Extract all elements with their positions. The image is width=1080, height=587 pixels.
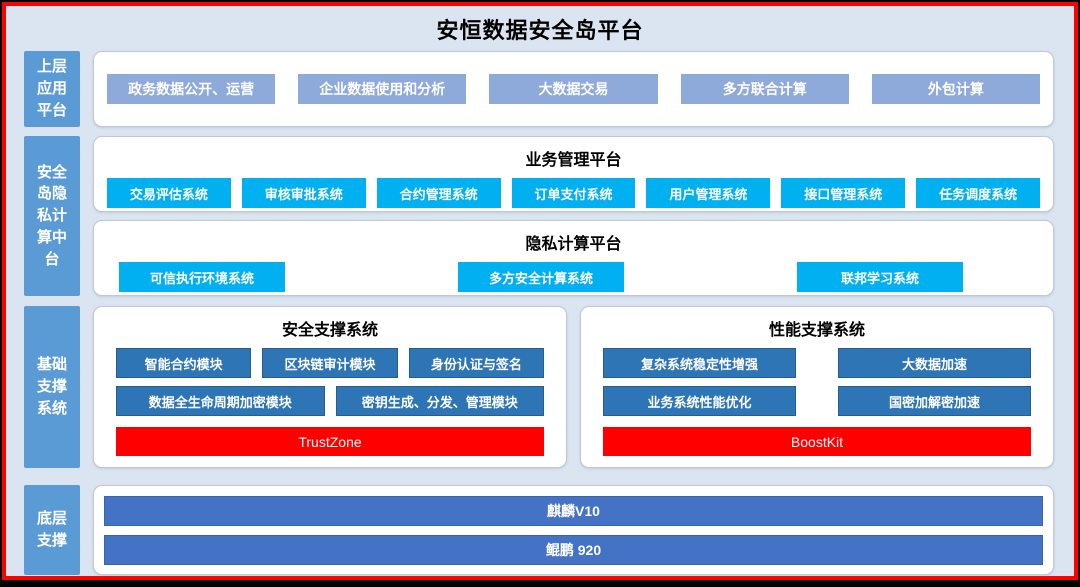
business-system-box: 合约管理系统 xyxy=(376,178,501,208)
page-title: 安恒数据安全岛平台 xyxy=(436,18,644,43)
performance-module-box: 国密加解密加速 xyxy=(838,386,1031,416)
performance-support-heading: 性能支撑系统 xyxy=(768,322,865,339)
middle-platform-stack: 业务管理平台 交易评估系统 审核审批系统 合约管理系统 订单支付系统 用户管理系… xyxy=(93,136,1054,296)
privacy-system-row: 可信执行环境系统 多方安全计算系统 联邦学习系统 xyxy=(94,254,1053,292)
business-system-box: 用户管理系统 xyxy=(646,178,771,208)
application-box: 多方联合计算 xyxy=(680,74,849,104)
business-system-box: 订单支付系统 xyxy=(511,178,636,208)
kylin-os-bar: 麒麟V10 xyxy=(104,495,1043,526)
security-module-box: 数据全生命周期加密模块 xyxy=(116,386,325,416)
trustzone-banner: TrustZone xyxy=(116,427,544,456)
privacy-system-box: 多方安全计算系统 xyxy=(458,262,624,292)
kunpeng-cpu-bar: 鲲鹏 920 xyxy=(104,534,1043,565)
security-module-box: 区块链审计模块 xyxy=(262,348,398,378)
security-module-box: 智能合约模块 xyxy=(116,348,252,378)
sidebar-label-foundation-support: 基础支撑系统 xyxy=(24,306,80,468)
layer-foundation-support: 基础支撑系统 安全支撑系统 智能合约模块 区块链审计模块 身份认证与签名 数据全… xyxy=(24,306,1054,468)
security-module-box: 身份认证与签名 xyxy=(408,348,544,378)
business-system-box: 交易评估系统 xyxy=(107,178,231,208)
business-system-box: 接口管理系统 xyxy=(781,178,906,208)
business-system-box: 任务调度系统 xyxy=(916,178,1041,208)
business-platform-panel: 业务管理平台 交易评估系统 审核审批系统 合约管理系统 订单支付系统 用户管理系… xyxy=(93,136,1054,212)
application-box: 企业数据使用和分析 xyxy=(298,74,467,104)
sidebar-label-text: 底层支撑 xyxy=(36,510,67,549)
sidebar-label-upper-application: 上层应用平台 xyxy=(24,51,80,127)
performance-module-row-1: 复杂系统稳定性增强 大数据加速 xyxy=(581,340,1053,378)
layer-privacy-middle-platform: 安全岛隐私计算中台 业务管理平台 交易评估系统 审核审批系统 合约管理系统 订单… xyxy=(24,136,1054,296)
privacy-system-box: 联邦学习系统 xyxy=(797,262,963,292)
application-box: 政务数据公开、运营 xyxy=(107,74,276,104)
sidebar-label-privacy-middle: 安全岛隐私计算中台 xyxy=(24,136,80,296)
security-module-row-1: 智能合约模块 区块链审计模块 身份认证与签名 xyxy=(94,340,566,378)
business-platform-heading: 业务管理平台 xyxy=(525,152,622,169)
performance-module-box: 复杂系统稳定性增强 xyxy=(603,348,796,378)
application-box-row: 政务数据公开、运营 企业数据使用和分析 大数据交易 多方联合计算 外包计算 xyxy=(94,52,1053,126)
sidebar-label-text: 上层应用平台 xyxy=(36,58,67,119)
business-system-row: 交易评估系统 审核审批系统 合约管理系统 订单支付系统 用户管理系统 接口管理系… xyxy=(94,170,1053,208)
privacy-platform-panel: 隐私计算平台 可信执行环境系统 多方安全计算系统 联邦学习系统 xyxy=(93,220,1054,296)
sidebar-label-text: 安全岛隐私计算中台 xyxy=(36,163,67,268)
application-box: 外包计算 xyxy=(871,74,1041,104)
layer-upper-application: 上层应用平台 政务数据公开、运营 企业数据使用和分析 大数据交易 多方联合计算 … xyxy=(24,51,1054,127)
sidebar-label-bottom-support: 底层支撑 xyxy=(24,485,80,575)
performance-support-panel: 性能支撑系统 复杂系统稳定性增强 大数据加速 业务系统性能优化 国密加解密加速 … xyxy=(580,306,1054,468)
business-system-box: 审核审批系统 xyxy=(241,178,366,208)
application-platform-panel: 政务数据公开、运营 企业数据使用和分析 大数据交易 多方联合计算 外包计算 xyxy=(93,51,1054,127)
performance-module-row-2: 业务系统性能优化 国密加解密加速 xyxy=(581,378,1053,416)
application-box: 大数据交易 xyxy=(489,74,658,104)
privacy-system-box: 可信执行环境系统 xyxy=(119,262,285,292)
boostkit-banner: BoostKit xyxy=(603,427,1031,456)
security-support-panel: 安全支撑系统 智能合约模块 区块链审计模块 身份认证与签名 数据全生命周期加密模… xyxy=(93,306,567,468)
diagram-content: 上层应用平台 政务数据公开、运营 企业数据使用和分析 大数据交易 多方联合计算 … xyxy=(6,50,1074,587)
layer-bottom-support: 底层支撑 麒麟V10 鲲鹏 920 xyxy=(24,485,1054,575)
sidebar-label-text: 基础支撑系统 xyxy=(36,356,67,417)
bottom-support-panel: 麒麟V10 鲲鹏 920 xyxy=(93,485,1054,575)
security-module-box: 密钥生成、分发、管理模块 xyxy=(335,386,544,416)
privacy-platform-heading: 隐私计算平台 xyxy=(525,236,622,253)
foundation-bars: 麒麟V10 鲲鹏 920 xyxy=(94,486,1053,574)
security-support-heading: 安全支撑系统 xyxy=(281,322,378,339)
performance-module-box: 大数据加速 xyxy=(838,348,1031,378)
performance-module-box: 业务系统性能优化 xyxy=(603,386,796,416)
security-module-row-2: 数据全生命周期加密模块 密钥生成、分发、管理模块 xyxy=(94,378,566,416)
